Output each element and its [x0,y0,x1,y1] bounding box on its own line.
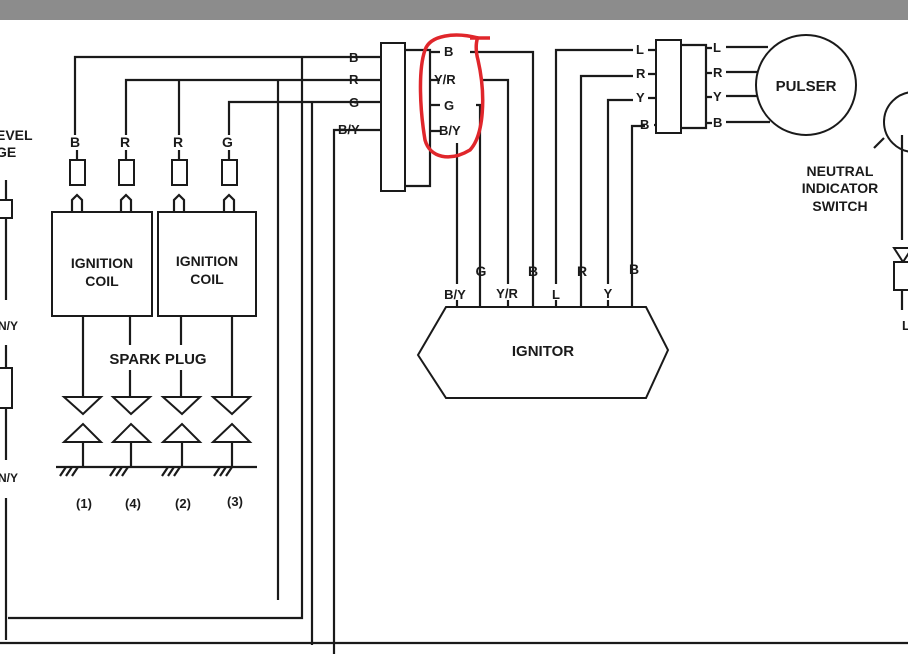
spark-plug-number: (4) [125,496,141,511]
connector-1: B R G B/Y B Y/R G B/Y [338,42,461,192]
left-label-line2: GE [0,144,16,160]
connector-2: L R Y B L R Y B [636,39,770,134]
ignitor-pin: B [629,261,639,277]
neutral-switch-label-line3: SWITCH [812,198,867,214]
left-wire-label-1: N/Y [0,319,18,333]
neutral-switch-label-line2: INDICATOR [802,180,878,196]
coil-wire-label: R [173,134,183,150]
coil-label-line2: COIL [190,271,224,287]
spark-plug-number: (2) [175,496,191,511]
ignitor: IGNITOR G B R B B/Y Y/R L Y [416,261,670,399]
ignitor-pin: Y/R [496,286,518,301]
coil-wire-label: G [222,134,233,150]
coil-wire-label: B [70,134,80,150]
ignitor-pin: R [577,263,587,279]
pulser-label: PULSER [776,78,837,95]
left-label-line1: EVEL [0,127,33,143]
connector2-left-pin: B [640,117,649,132]
coil-label-line2: COIL [85,273,119,289]
neutral-indicator-switch: NEUTRAL INDICATOR SWITCH L [802,91,908,333]
pulser: PULSER [755,34,857,136]
connector1-left-pin: G [349,95,359,110]
left-edge-component: EVEL GE N/Y N/Y [0,127,33,640]
coil-label-line1: IGNITION [176,253,238,269]
connector1-right-pin: Y/R [434,72,456,87]
connector1-right-pin: B [444,44,453,59]
coil-wire-label: R [120,134,130,150]
connector1-right-pin: G [444,98,454,113]
ignitor-pin: Y [604,286,613,301]
ignitor-pin: B [528,263,538,279]
spark-plug-number: (1) [76,496,92,511]
connector2-left-pin: R [636,66,646,81]
spark-plug-label: SPARK PLUG [109,351,206,368]
connector2-right-pin: B [713,115,722,130]
spark-plugs: SPARK PLUG (1) (4) (2) (3) [56,316,257,511]
coil-label-line1: IGNITION [71,255,133,271]
connector1-right-pin: B/Y [439,123,461,138]
connector2-right-pin: L [713,40,721,55]
coil-wire-labels: B R R G [70,134,233,150]
coil-terminals [69,150,238,212]
ignitor-wires [455,48,645,307]
connector1-left-pin: B [349,50,358,65]
connector2-right-pin: Y [713,89,722,104]
ignitor-pin: L [552,287,560,302]
connector2-left-pin: Y [636,90,645,105]
left-wire-label-2: N/Y [0,471,18,485]
connector2-right-pin: R [713,65,723,80]
top-bar [0,0,908,20]
connector2-left-pin: L [636,42,644,57]
coil-wires [0,55,908,654]
connector1-left-pin: B/Y [338,122,360,137]
ignitor-pin: G [476,263,487,279]
connector1-left-pin: R [349,72,359,87]
right-edge-label: L [902,318,908,333]
ignition-coil-1: IGNITION COIL [51,211,153,317]
neutral-switch-label-line1: NEUTRAL [807,163,874,179]
ignitor-pin: B/Y [444,287,466,302]
ignition-coil-2: IGNITION COIL [157,211,257,317]
red-annotation-circle [418,33,490,159]
spark-plug-number: (3) [227,494,243,509]
ignitor-label: IGNITOR [512,343,574,360]
